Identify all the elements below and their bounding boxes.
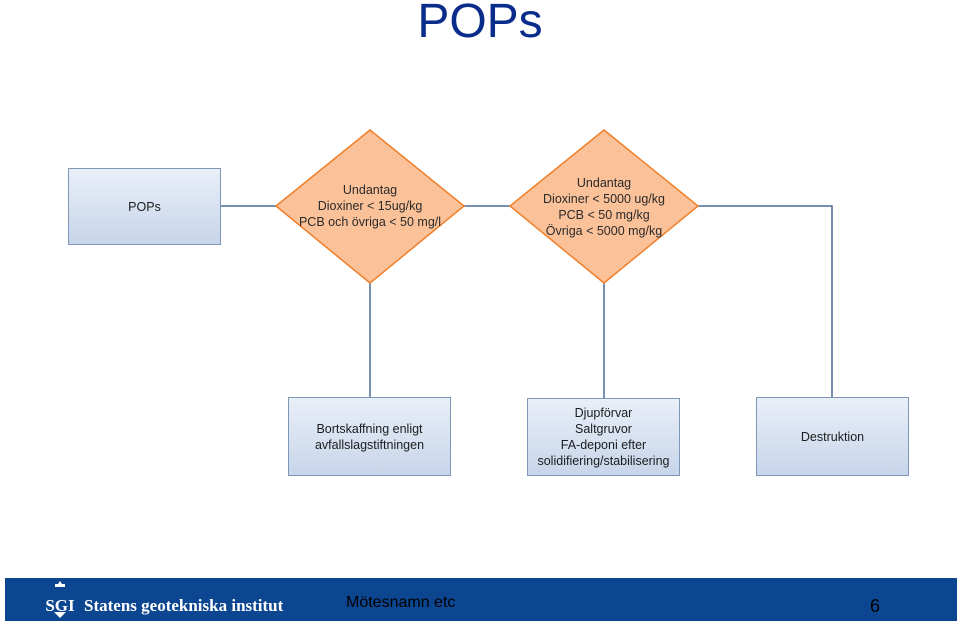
organization-name: Statens geotekniska institut [84, 596, 284, 615]
outcome-box-2: Djupförvar Saltgruvor FA-deponi efter so… [527, 398, 680, 476]
connector-decision-2-to-outcome-3 [698, 205, 833, 397]
page-number: 6 [870, 596, 881, 616]
sgi-logo-text: SGI [45, 596, 75, 615]
sgi-logo: SGI [45, 581, 75, 618]
meeting-name: Mötesnamn etc [346, 594, 456, 611]
outcome-1-label: Bortskaffning enligt avfallslagstiftning… [314, 421, 425, 452]
slide-title: POPs [417, 0, 543, 48]
outcome-box-1: Bortskaffning enligt avfallslagstiftning… [288, 397, 451, 476]
start-box: POPs [68, 168, 221, 245]
outcome-2-label: Djupförvar Saltgruvor FA-deponi efter so… [537, 406, 670, 468]
outcome-3-label: Destruktion [800, 429, 865, 444]
decision-1-label: Undantag Dioxiner < 15ug/kg PCB och övri… [298, 183, 442, 229]
decision-2-label: Undantag Dioxiner < 5000 ug/kg PCB < 50 … [543, 176, 665, 238]
outcome-box-3: Destruktion [756, 397, 909, 476]
start-box-label: POPs [128, 199, 161, 214]
decision-diamond-1 [274, 129, 466, 284]
footer-bar [5, 578, 957, 621]
decision-diamond-2 [508, 129, 700, 284]
